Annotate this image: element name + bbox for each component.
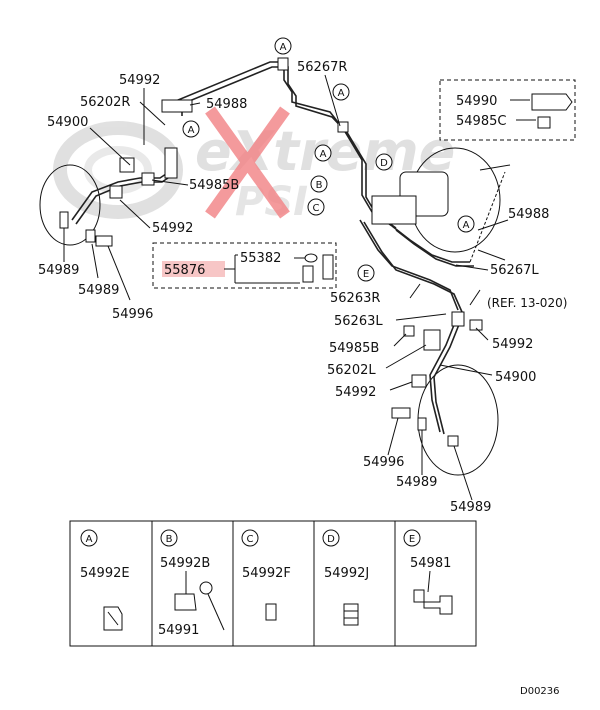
bolt-54989-a: [59, 211, 69, 229]
callout-a-5: [457, 215, 475, 233]
washer-54989-c: [417, 417, 427, 431]
highlight-55876: [162, 261, 225, 277]
pipe-clip-56267r: [337, 121, 349, 133]
label-54985b-right: 54985B: [329, 341, 379, 356]
label-55876: 55876: [164, 263, 205, 278]
hose-56202l: [423, 329, 441, 351]
valve-55876-b: [322, 254, 334, 280]
clip-54992-left: [119, 157, 135, 173]
seal-55382: [304, 253, 318, 263]
label-54996-left: 54996: [112, 307, 153, 322]
label-54989-d: 54989: [450, 500, 491, 515]
label-56202l: 56202L: [327, 363, 376, 378]
upper-brake-pipe: [177, 57, 397, 229]
legend-cell-b: B 54992B 54991: [158, 529, 225, 638]
legend-cell-d: D 54992J: [322, 529, 369, 626]
callout-a-2: [332, 83, 350, 101]
callout-a-3: [182, 120, 200, 138]
legend-c-part: 54992F: [242, 566, 291, 581]
diagram-code: D00236: [520, 686, 560, 697]
legend-cell-a: A 54992E: [80, 529, 130, 631]
left-hose-assembly: [39, 99, 193, 247]
pipe-clip-a-top: [277, 57, 289, 71]
watermark-sub: PSI: [235, 179, 308, 225]
svg-text:D: D: [327, 534, 335, 545]
callout-b: [310, 175, 328, 193]
label-54992-left: 54992: [152, 221, 193, 236]
svg-text:A: A: [280, 42, 287, 53]
callout-e: [357, 264, 375, 282]
label-54989-c: 54989: [396, 475, 437, 490]
label-54988-right: 54988: [508, 207, 549, 222]
legend-b-part-2: 54991: [158, 623, 199, 638]
legend-table: A 54992E B 54992B 54991 C 54992F D 54: [69, 520, 477, 647]
svg-text:A: A: [86, 534, 93, 545]
master-cylinder: [359, 147, 511, 313]
washer-54989-b: [85, 229, 96, 243]
legend-a-part: 54992E: [80, 566, 130, 581]
clamp-54990: [531, 93, 573, 111]
valve-detail-box: 55382 55876: [152, 242, 337, 289]
legend-cell-c: C 54992F: [241, 529, 291, 621]
label-54990: 54990: [456, 94, 497, 109]
svg-text:C: C: [313, 203, 320, 214]
reference-note: (REF. 13-020): [487, 296, 567, 310]
label-54992-right: 54992: [492, 337, 533, 352]
svg-text:B: B: [166, 534, 173, 545]
bolt-54989-d: [447, 435, 459, 447]
label-55382: 55382: [240, 251, 281, 266]
svg-text:A: A: [463, 220, 470, 231]
svg-text:E: E: [409, 534, 415, 545]
label-54989-a: 54989: [38, 263, 79, 278]
label-54996-right: 54996: [363, 455, 404, 470]
clamp-detail-box: 54990 54985C: [439, 79, 576, 141]
svg-text:C: C: [247, 534, 254, 545]
clip-54992-mid: [411, 374, 427, 388]
label-56202r: 56202R: [80, 95, 130, 110]
label-56267l: 56267L: [490, 263, 539, 278]
legend-cell-e: E 54981: [403, 529, 453, 615]
label-54989-b: 54989: [78, 283, 119, 298]
callout-a-4: [314, 144, 332, 162]
label-54900-right: 54900: [495, 370, 536, 385]
label-56263l: 56263L: [334, 314, 383, 329]
bolt-54996-right: [391, 407, 411, 419]
label-56267r: 56267R: [297, 60, 347, 75]
svg-text:A: A: [320, 149, 327, 160]
label-54992-mid: 54992: [335, 385, 376, 400]
clip-54992-right: [469, 319, 483, 331]
clip-54985c: [537, 116, 551, 129]
svg-text:A: A: [188, 125, 195, 136]
label-56263r: 56263R: [330, 291, 380, 306]
label-54988-top: 54988: [206, 97, 247, 112]
svg-text:D: D: [380, 158, 388, 169]
clip-54988-top: [161, 99, 193, 113]
label-54900-left: 54900: [47, 115, 88, 130]
hose-fitting-right: [451, 311, 465, 327]
right-hose-assembly: [391, 311, 499, 476]
bracket-54985b-right: [403, 325, 415, 337]
valve-55876-a: [302, 265, 314, 283]
svg-text:E: E: [363, 269, 369, 280]
callout-a-1: [274, 37, 292, 55]
svg-text:B: B: [316, 180, 323, 191]
legend-d-part: 54992J: [324, 566, 369, 581]
label-54992-top: 54992: [119, 73, 160, 88]
callout-c: [307, 198, 325, 216]
leader-lines: [63, 74, 509, 501]
bolt-54996-left: [95, 235, 113, 247]
callout-circles: A A A A D B C A E: [182, 37, 475, 282]
legend-b-part-1: 54992B: [160, 556, 210, 571]
callout-d: [375, 153, 393, 171]
hose-56202r: [164, 147, 178, 179]
part-labels: 54992 56202R 54988 54900 54985B 54992 54…: [38, 60, 567, 515]
clip-54992-lower-left: [109, 185, 123, 199]
legend-e-part: 54981: [410, 556, 451, 571]
label-54985b-left: 54985B: [189, 178, 239, 193]
bracket-54985b-left: [141, 172, 155, 186]
svg-text:A: A: [338, 88, 345, 99]
label-54985c: 54985C: [456, 114, 506, 129]
